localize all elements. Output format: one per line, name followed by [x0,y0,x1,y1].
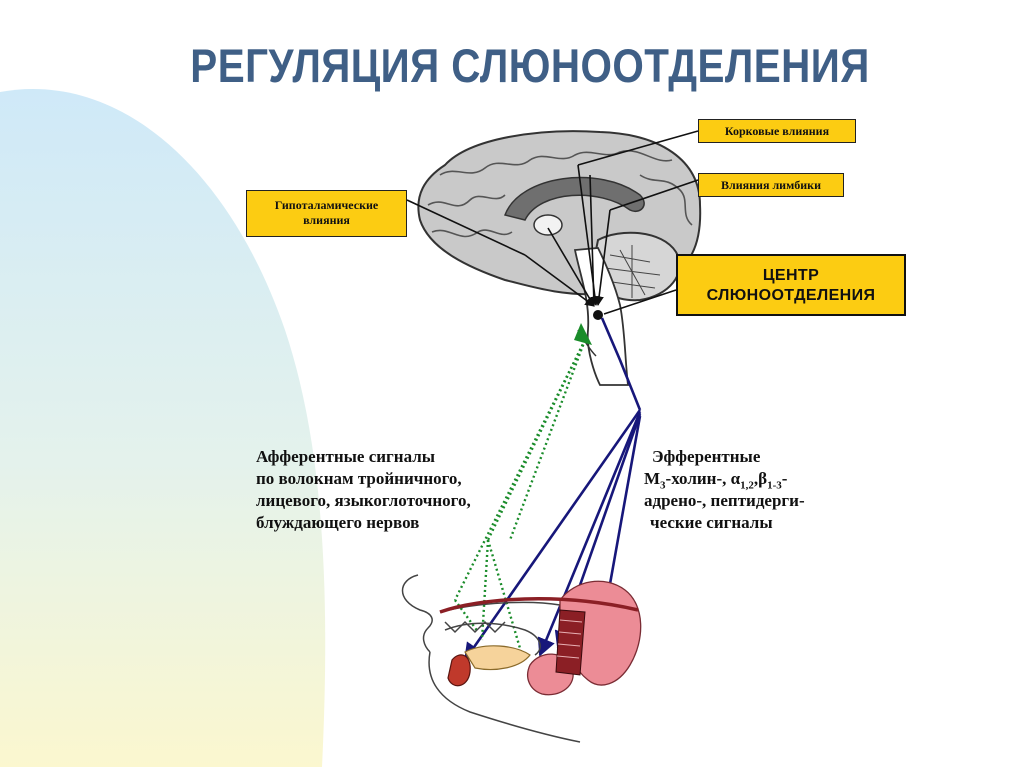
cortex-inner-arrow [589,174,595,306]
lip-gland [447,654,471,687]
efferent-beta-subscript: 1-3 [767,479,782,492]
afferent-line-text-1: Афферентные сигналы [256,447,436,466]
parotid-duct [439,597,639,614]
limbic-arrow [594,209,611,306]
cortical-influences-label: Корковые влияния [698,119,856,143]
brain-illustration [417,130,702,386]
salivary-glands [439,580,642,696]
efferent-signals-text: Эфферентные М3-холин-, α1,2,β1-3- адрено… [644,446,805,534]
efferent-beta-symbol: β [758,469,768,488]
hypothalamic-label-line2: влияния [303,213,350,227]
salivation-center-label: ЦЕНТР СЛЮНООТДЕЛЕНИЯ [676,254,906,316]
hypothalamic-arrow [524,254,595,307]
salivation-center-dot [593,310,603,320]
afferent-line-text-4: блуждающего нервов [256,513,420,532]
teeth-outline [444,620,506,634]
hypothalamic-influences-label: Гипоталамические влияния [246,190,407,237]
hypothalamic-label-line1: Гипоталамические [274,198,379,212]
efferent-line-text-4: ческие сигналы [650,513,773,532]
sublingual-gland [464,645,531,671]
efferent-arrow-sublingual [463,409,642,662]
nose-outline [401,574,433,653]
efferent-dash: - [781,469,788,488]
masseter-muscle [555,609,586,676]
efferent-arrow-parotid [598,415,642,614]
limbic-pointer-line [609,179,699,211]
thalamic-arrow [547,227,595,307]
efferent-trunk [600,317,642,411]
afferent-line-2 [486,339,587,541]
afferent-signals-text: Афферентные сигналы по волокнам тройничн… [256,446,471,534]
afferent-arrowhead [574,323,592,345]
hypothalamic-pointer-line [406,199,526,256]
efferent-line-text-1: Эфферентные [652,447,761,466]
tongue-outline [444,622,541,656]
afferent-line-3 [508,339,587,541]
face-illustration [401,574,581,743]
center-pointer-line [603,289,677,315]
efferent-pathway [463,317,642,662]
center-label-line2: СЛЮНООТДЕЛЕНИЯ [706,287,876,304]
efferent-alpha-subscript: 1,2 [740,479,754,492]
efferent-cholin-text: -холин-, [665,469,731,488]
afferent-line-text-3: лицевого, языкоглоточного, [256,491,471,510]
efferent-alpha-symbol: α [730,469,741,488]
jaw-outline [428,651,581,743]
afferent-line-2b [480,539,490,641]
muscle-fibers [556,619,583,659]
efferent-arrow-submandibular [537,411,642,657]
efferent-line-text-2: М3-холин-, α1,2,β1-3- [644,468,805,492]
efferent-m-letter: М [644,469,661,488]
influence-arrows [406,130,699,315]
afferent-line-1 [453,339,587,601]
afferent-line-text-2: по волокнам тройничного, [256,469,462,488]
center-label-line1: ЦЕНТР [762,267,820,284]
afferent-line-2c [486,539,524,656]
efferent-m-subscript: 3 [660,479,666,492]
efferent-line-text-3: адрено-, пептидерги- [644,491,805,510]
efferent-separator: , [753,469,759,488]
cortical-pointer-line [577,130,699,166]
limbic-influences-label: Влияния лимбики [698,173,844,197]
page-title: РЕГУЛЯЦИЯ СЛЮНООТДЕЛЕНИЯ [190,39,870,92]
